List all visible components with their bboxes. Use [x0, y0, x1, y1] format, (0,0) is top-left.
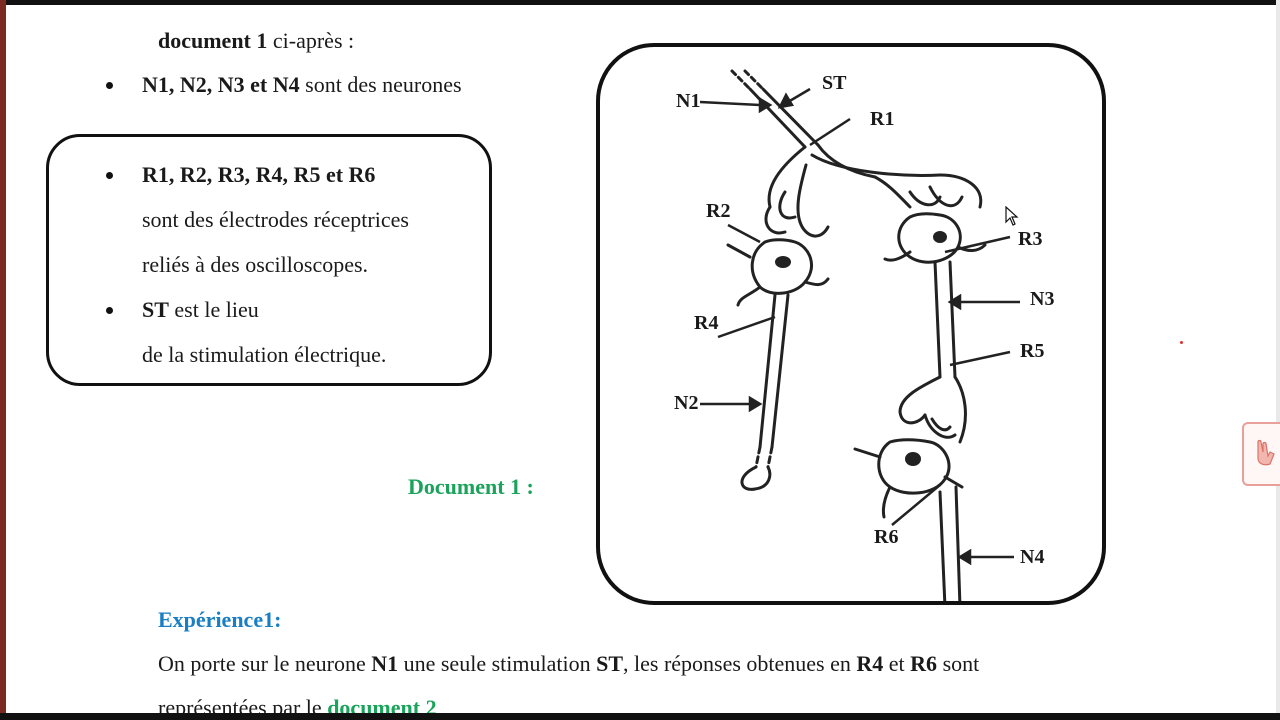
- side-hand-widget[interactable]: [1242, 422, 1280, 486]
- n2-nucleus: [775, 256, 791, 268]
- st-rest: est le lieu: [168, 297, 259, 322]
- bottom-frame-bar: [0, 713, 1280, 720]
- label-R5: R5: [1020, 340, 1045, 362]
- mouse-cursor-icon: [1005, 206, 1019, 226]
- label-R3: R3: [1018, 228, 1043, 250]
- bullet-dot: [106, 307, 113, 314]
- label-R1: R1: [870, 108, 895, 130]
- p1-text-e: sont: [937, 651, 980, 676]
- p1-text-c: , les réponses obtenues en: [623, 651, 857, 676]
- label-ST: ST: [822, 72, 847, 94]
- definitions-box: [46, 134, 492, 386]
- top-frame-bar: [0, 0, 1280, 5]
- neurons-bold: N1, N2, N3 et N4: [142, 72, 300, 97]
- st-line-1: ST est le lieu: [142, 299, 259, 321]
- label-R6: R6: [874, 526, 899, 548]
- p1-st: ST: [596, 651, 623, 676]
- label-N3: N3: [1030, 288, 1055, 310]
- label-R4: R4: [694, 312, 719, 334]
- st-bold: ST: [142, 297, 169, 322]
- p1-n1: N1: [371, 651, 399, 676]
- p1-text-a: On porte sur le neurone: [158, 651, 372, 676]
- n4-nucleus: [905, 452, 921, 466]
- right-scroll-edge: [1276, 0, 1280, 720]
- label-N2: N2: [674, 392, 699, 414]
- label-N1: N1: [676, 90, 701, 112]
- n3-nucleus: [933, 231, 947, 243]
- red-dot-mark: [1180, 341, 1183, 344]
- experience-paragraph-line-1: On porte sur le neurone N1 une seule sti…: [158, 653, 979, 675]
- neuron-figure: N1 ST R1 R2 R3 N3 R4 R5 N2 R6 N4: [596, 43, 1106, 605]
- label-R2: R2: [706, 200, 731, 222]
- electrodes-bold: R1, R2, R3, R4, R5 et R6: [142, 162, 376, 187]
- document-1-label: Document 1 :: [408, 474, 534, 499]
- neurons-rest: sont des neurones: [299, 72, 462, 97]
- intro-rest: ci-après :: [267, 28, 355, 53]
- intro-line: document 1 ci-après :: [158, 30, 354, 52]
- neuron-diagram: [699, 69, 1020, 601]
- st-line-2: de la stimulation électrique.: [142, 342, 387, 367]
- left-frame-bar: [0, 0, 6, 720]
- bullet-dot: [106, 172, 113, 179]
- experience-title: Expérience1:: [158, 607, 282, 632]
- neurons-line: N1, N2, N3 et N4 sont des neurones: [142, 74, 462, 96]
- intro-bold: document 1: [158, 28, 268, 53]
- p1-r4: R4: [856, 651, 884, 676]
- label-N4: N4: [1020, 546, 1045, 568]
- p1-text-b: une seule stimulation: [398, 651, 597, 676]
- p1-r6: R6: [910, 651, 938, 676]
- bullet-dot: [106, 82, 113, 89]
- hand-icon: [1257, 439, 1275, 466]
- electrodes-line-3: reliés à des oscilloscopes.: [142, 252, 369, 277]
- p1-text-d: et: [883, 651, 911, 676]
- electrodes-line-1: R1, R2, R3, R4, R5 et R6: [142, 164, 375, 186]
- electrodes-line-2: sont des électrodes réceptrices: [142, 207, 409, 232]
